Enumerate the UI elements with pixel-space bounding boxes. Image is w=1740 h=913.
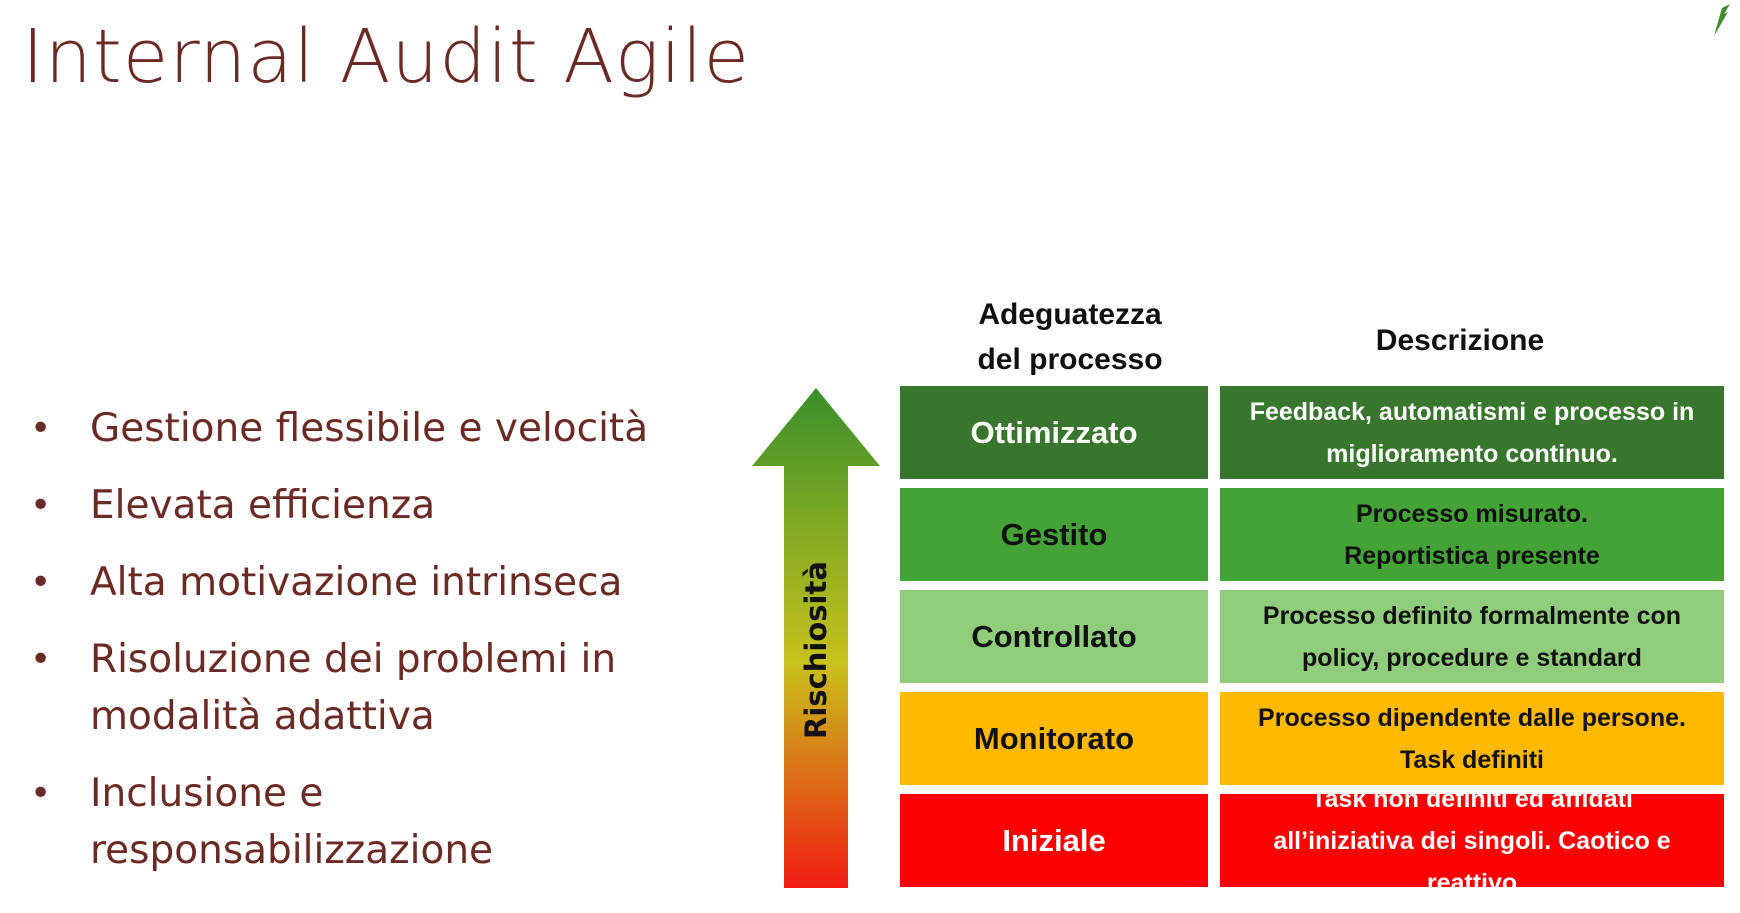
level-name: Iniziale xyxy=(900,794,1208,887)
level-row: Gestito Processo misurato. Reportistica pr… xyxy=(900,488,1724,581)
level-description-line: Processo misurato. xyxy=(1355,499,1588,528)
bullet-item: • Gestione flessibile e velocità xyxy=(30,400,670,457)
bullet-dot-icon: • xyxy=(30,485,52,526)
bullet-text: Risoluzione dei problemi in xyxy=(90,637,617,682)
bullet-dot-icon: • xyxy=(30,562,52,603)
level-description-line: Processo dipendente dalle persone. xyxy=(1258,703,1686,732)
header-adeguatezza-line2: del processo xyxy=(977,343,1163,376)
bullet-text: Inclusione e xyxy=(90,771,324,816)
level-description-line: Task definiti xyxy=(1399,745,1544,774)
level-description: Processo misurato. Reportistica presente xyxy=(1220,488,1724,581)
level-name: Monitorato xyxy=(900,692,1208,785)
level-description-line: Task non definiti ed affidati xyxy=(1311,784,1633,813)
level-description-line: policy, procedure e standard xyxy=(1302,643,1642,672)
header-adeguatezza: Adeguatezza del processo xyxy=(950,292,1190,382)
risk-arrow-icon xyxy=(752,388,880,888)
level-description-line: all’iniziativa dei singoli. Caotico e re… xyxy=(1273,826,1671,897)
level-description-line: Reportistica presente xyxy=(1344,541,1600,570)
level-description: Feedback, automatismi e processo in migli… xyxy=(1220,386,1724,479)
level-name: Gestito xyxy=(900,488,1208,581)
arrow-label: Rischiosità xyxy=(799,561,833,739)
bullet-item: • Alta motivazione intrinseca xyxy=(30,554,670,611)
level-name: Ottimizzato xyxy=(900,386,1208,479)
bullet-item: • Inclusione e responsabilizzazione xyxy=(30,765,670,879)
bullet-text: Alta motivazione intrinseca xyxy=(90,560,623,605)
level-description: Task non definiti ed affidati all’iniziat… xyxy=(1220,785,1724,897)
leaf-logo-icon xyxy=(1714,4,1730,36)
level-description-line: miglioramento continuo. xyxy=(1326,439,1618,468)
bullet-dot-icon: • xyxy=(30,408,52,449)
header-adeguatezza-line1: Adeguatezza xyxy=(978,298,1162,331)
bullet-text: Gestione flessibile e velocità xyxy=(90,406,649,451)
bullet-dot-icon: • xyxy=(30,639,52,680)
level-description-line: Feedback, automatismi e processo in xyxy=(1249,397,1695,426)
bullet-item: • Elevata efficienza xyxy=(30,477,670,534)
bullet-text: modalità adattiva xyxy=(90,694,435,739)
level-name: Controllato xyxy=(900,590,1208,683)
level-description: Processo dipendente dalle persone. Task d… xyxy=(1220,692,1724,785)
bullet-list: • Gestione flessibile e velocità • Elevata … xyxy=(30,400,670,899)
header-descrizione: Descrizione xyxy=(1375,324,1545,357)
bullet-text: responsabilizzazione xyxy=(90,828,494,873)
bullet-text: Elevata efficienza xyxy=(90,483,436,528)
level-description: Processo definito formalmente con policy,… xyxy=(1220,590,1724,683)
level-description-line: Processo definito formalmente con xyxy=(1262,601,1682,630)
page-title: Internal Audit Agile xyxy=(22,14,750,100)
bullet-item: • Risoluzione dei problemi in modalità ada… xyxy=(30,631,670,745)
bullet-dot-icon: • xyxy=(30,773,52,814)
level-row: Iniziale Task non definiti ed affidati all… xyxy=(900,785,1724,897)
